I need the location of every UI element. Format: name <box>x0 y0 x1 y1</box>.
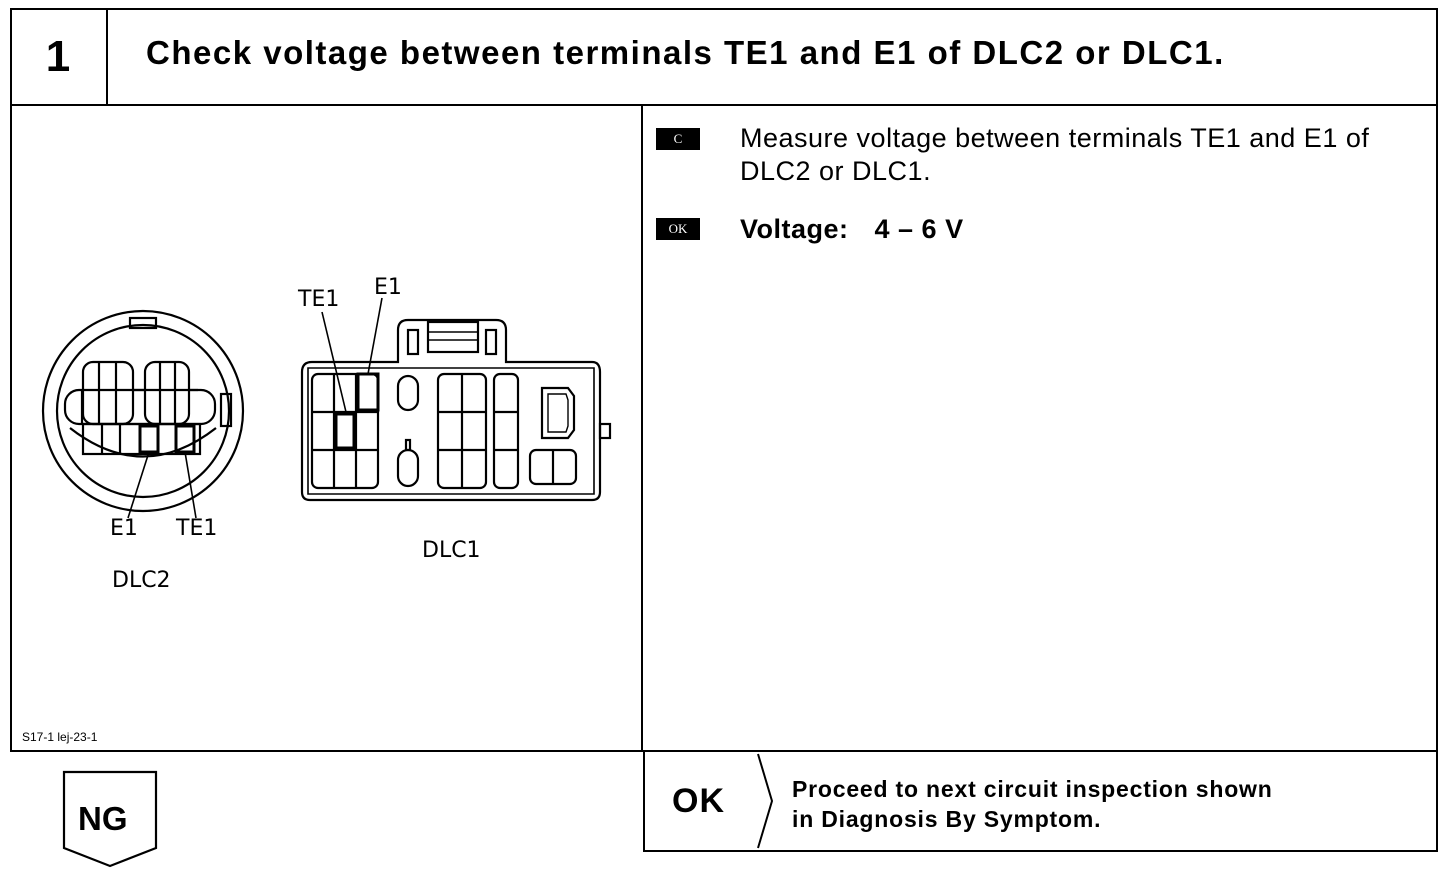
dlc1-te1-label: TE1 <box>297 287 339 312</box>
ok-result-label: OK <box>672 782 725 820</box>
dlc2-te1-label: TE1 <box>175 516 217 541</box>
dlc2-e1-label: E1 <box>110 516 138 541</box>
step-number: 1 <box>10 8 108 106</box>
voltage-label: Voltage: <box>740 214 849 244</box>
step-title: Check voltage between terminals TE1 and … <box>146 34 1225 71</box>
dlc2-name-label: DLC2 <box>112 568 171 593</box>
column-divider <box>641 104 643 752</box>
measure-badge: C <box>656 128 700 150</box>
voltage-value: 4 – 6 V <box>874 214 964 244</box>
ng-arrow-box <box>62 770 158 868</box>
ok-result-box <box>643 752 1438 852</box>
dlc1-name-label: DLC1 <box>422 538 481 563</box>
ok-result-text-line1: Proceed to next circuit inspection shown <box>792 776 1273 802</box>
ok-result-text-line2: in Diagnosis By Symptom. <box>792 806 1102 832</box>
measure-instruction: Measure voltage between terminals TE1 an… <box>740 123 1370 186</box>
voltage-spec: Voltage: 4 – 6 V <box>740 214 964 245</box>
dlc2-connector <box>41 309 245 519</box>
ok-spec-badge: OK <box>656 218 700 240</box>
ok-result-text: Proceed to next circuit inspection shown… <box>792 774 1273 834</box>
step-body <box>10 104 1438 752</box>
ok-chevron <box>757 753 774 849</box>
figure-code: S17-1 lej-23-1 <box>22 730 98 744</box>
ng-result-label: NG <box>78 800 128 837</box>
dlc1-connector <box>300 297 612 502</box>
dlc1-e1-label: E1 <box>374 275 402 300</box>
step-header <box>10 8 1438 106</box>
connector-figure: E1 TE1 DLC2 TE1 E1 DLC1 <box>41 275 612 593</box>
